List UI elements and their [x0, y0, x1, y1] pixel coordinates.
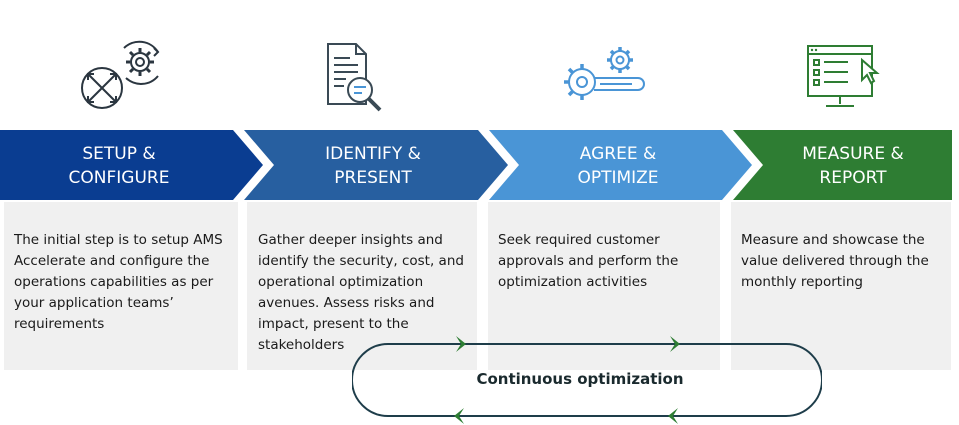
loop-arrow-bottom-right: [668, 408, 678, 424]
step-title-line: OPTIMIZE: [577, 168, 659, 188]
loop-arrow-top-left: [456, 336, 466, 352]
process-chevrons: [0, 130, 959, 200]
chevron-measure: [733, 130, 952, 200]
loop-label: Continuous optimization: [470, 370, 690, 388]
loop-arrow-top-right: [670, 336, 680, 352]
chevron-setup: [0, 130, 263, 200]
step-title-line: REPORT: [819, 168, 887, 188]
step-title-line: MEASURE &: [802, 144, 904, 164]
chevron-identify: [244, 130, 508, 200]
gears-arrows-icon: [72, 38, 162, 118]
step-title-identify: IDENTIFY & PRESENT: [264, 140, 482, 192]
description-box-setup: [4, 202, 238, 370]
monitor-checklist-icon: [800, 38, 890, 118]
gears-wrench-icon: [558, 38, 648, 118]
description-box-identify: [247, 202, 477, 370]
step-title-line: CONFIGURE: [68, 168, 170, 188]
document-magnifier-icon: [310, 38, 400, 118]
description-identify: Gather deeper insights and identify the …: [258, 232, 464, 353]
step-title-line: SETUP &: [82, 144, 156, 164]
step-title-measure: MEASURE & REPORT: [753, 140, 953, 192]
step-title-setup: SETUP & CONFIGURE: [0, 140, 238, 192]
step-title-line: AGREE &: [579, 144, 657, 164]
chevron-agree: [489, 130, 752, 200]
step-title-agree: AGREE & OPTIMIZE: [509, 140, 727, 192]
loop-arrow-bottom-left: [454, 408, 464, 424]
description-agree: Seek required customer approvals and per…: [498, 232, 679, 290]
description-box-agree: [488, 202, 720, 370]
continuous-optimization-loop: [352, 330, 822, 425]
description-measure: Measure and showcase the value delivered…: [741, 232, 929, 290]
description-setup: The initial step is to setup AMS Acceler…: [14, 232, 223, 332]
step-title-line: PRESENT: [334, 168, 412, 188]
description-box-measure: [731, 202, 951, 370]
step-title-line: IDENTIFY &: [325, 144, 421, 164]
